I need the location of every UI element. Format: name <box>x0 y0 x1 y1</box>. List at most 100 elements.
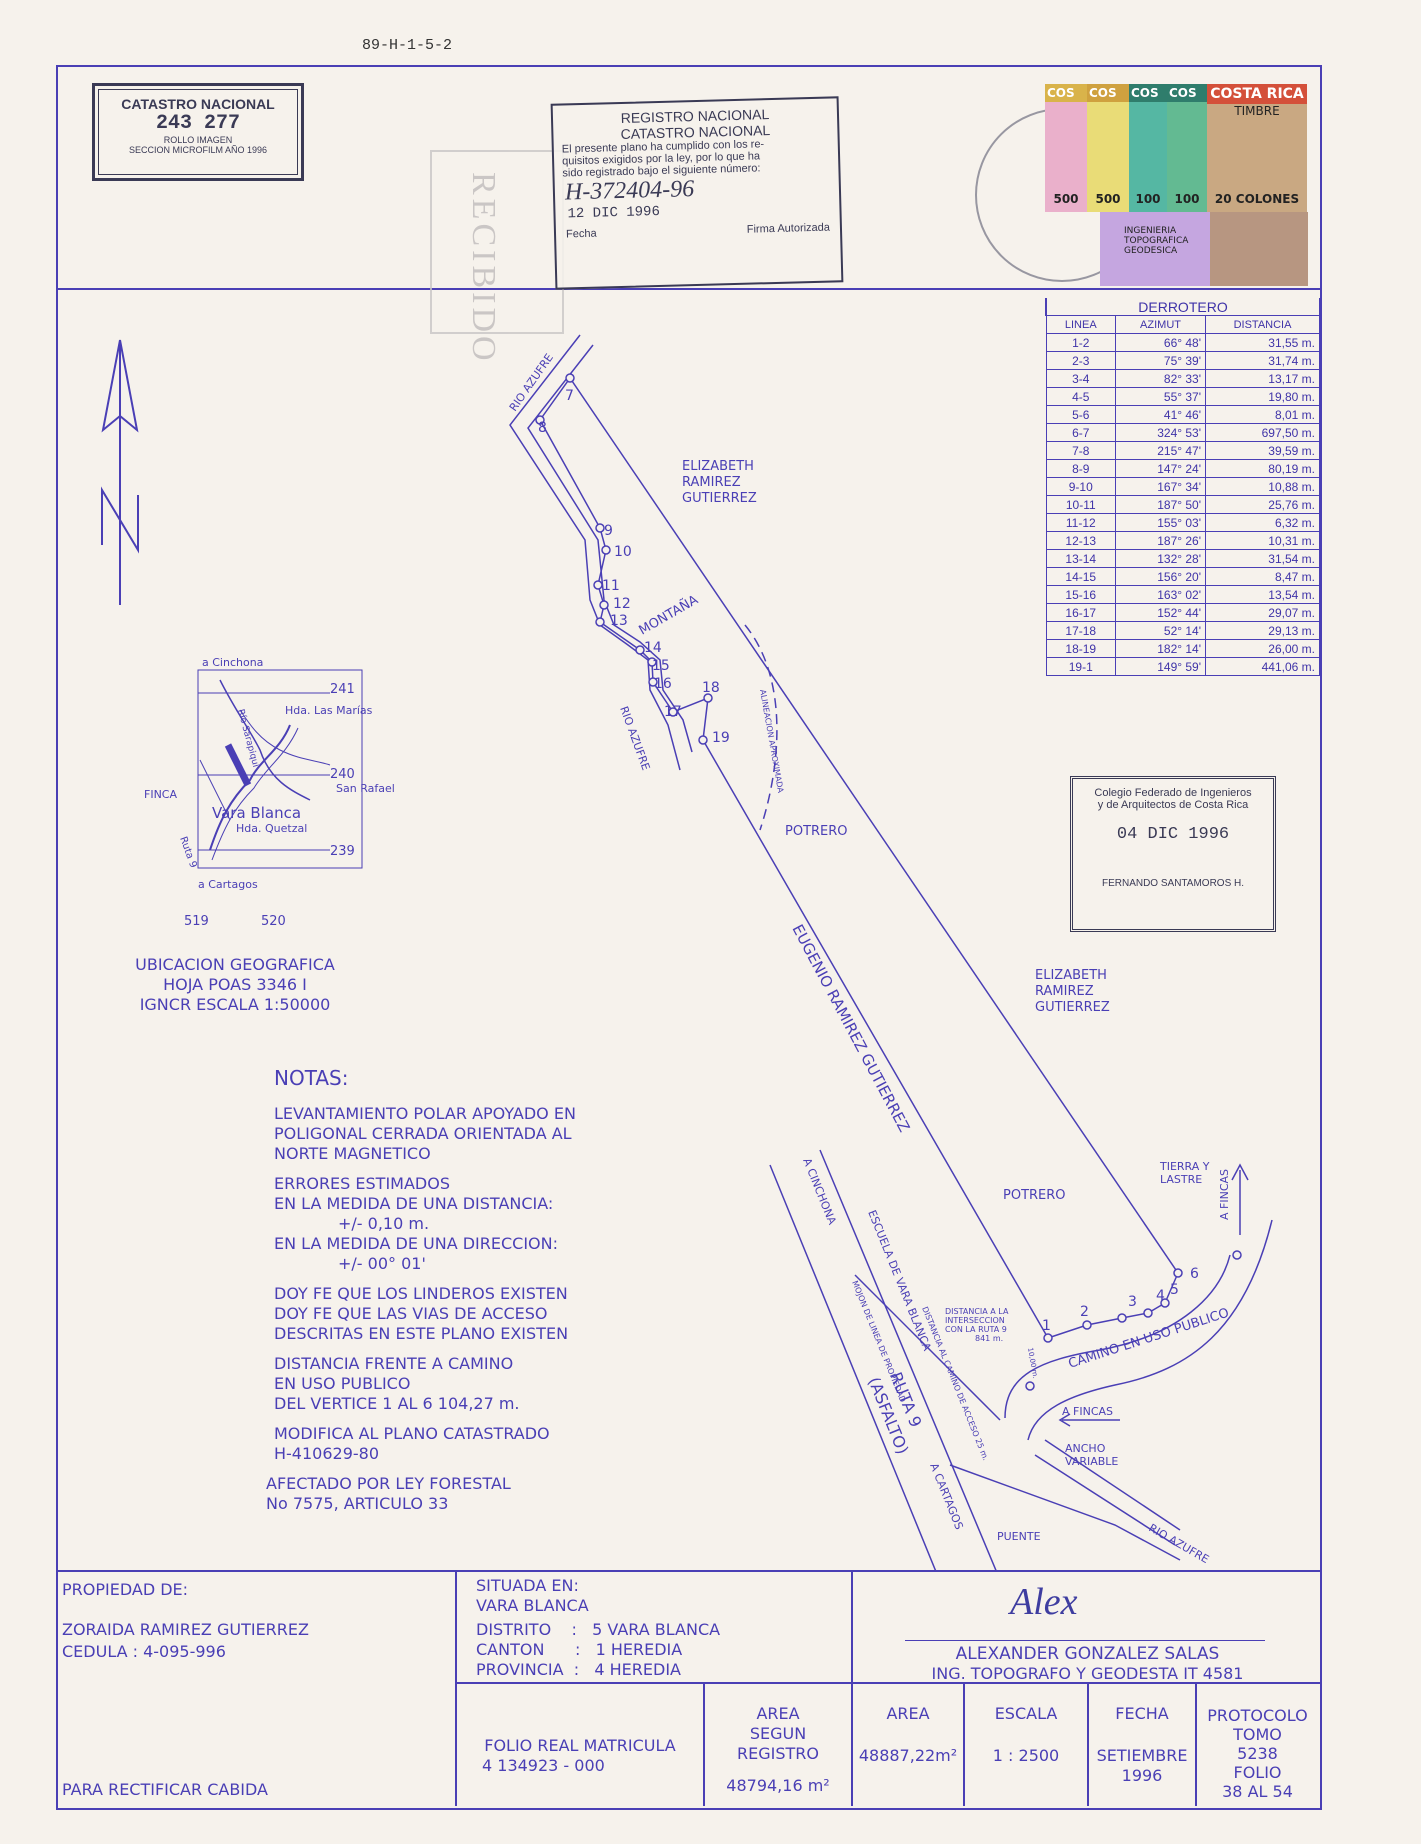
notes-block: NOTAS: LEVANTAMIENTO POLAR APOYADO EN PO… <box>266 1068 576 1514</box>
title-divider-6 <box>1087 1682 1089 1806</box>
vertex-label: 1 <box>1042 1318 1051 1334</box>
area-value: 48887,22m² <box>858 1746 958 1765</box>
engineer-signature: Alex <box>1010 1581 1078 1623</box>
dist-interseccion-2: INTERSECCION <box>945 1316 1005 1325</box>
map-a-cartagos: a Cartagos <box>198 878 258 891</box>
tax-stamp-4-brand: COS <box>1167 84 1207 102</box>
derrotero-cell: 182° 14' <box>1115 639 1207 658</box>
elizabeth-right-2: RAMIREZ <box>1035 984 1094 999</box>
location-map: a Cinchona 241 Hda. Las Marías 240 San R… <box>144 656 395 929</box>
potrero-1: POTRERO <box>785 824 848 839</box>
propiedad-label: PROPIEDAD DE: <box>62 1580 189 1599</box>
title-block-divider <box>56 1570 1320 1572</box>
vertex-label: 16 <box>654 676 672 692</box>
puente-label: PUENTE <box>997 1530 1041 1543</box>
vertex-label: 15 <box>652 658 670 674</box>
derrotero-header-cell: DISTANCIA <box>1205 315 1320 334</box>
vertex-label: 18 <box>702 680 720 696</box>
dist-interseccion-3: CON LA RUTA 9 <box>945 1325 1007 1334</box>
derrotero-cell: 441,06 m. <box>1205 657 1320 676</box>
vertex-label: 9 <box>604 523 613 539</box>
ancho-variable-2: VARIABLE <box>1065 1455 1118 1468</box>
derrotero-cell: 10,31 m. <box>1205 531 1320 550</box>
a-cartagos-label: A CARTAGOS <box>927 1461 965 1531</box>
sheet-border <box>56 65 1322 1810</box>
tax-stamp-5-brand: COSTA RICA <box>1207 84 1307 104</box>
tax-stamp-ingenieria: INGENIERIA TOPOGRAFICA GEODESICA <box>1100 212 1210 286</box>
tax-stamp-3-brand: COS <box>1129 84 1167 102</box>
note-line: NORTE MAGNETICO <box>274 1144 431 1163</box>
note-line: H-410629-80 <box>274 1444 380 1463</box>
catastro-line2: SECCION MICROFILM AÑO 1996 <box>128 145 268 155</box>
derrotero-cell: 55° 37' <box>1115 387 1207 406</box>
vertex-label: 17 <box>664 704 682 720</box>
tax-stamp-2: COS 500 <box>1087 84 1129 212</box>
area-registro-label-2: SEGUN <box>749 1724 807 1743</box>
catastro-microfilm-stamp: CATASTRO NACIONAL 243 277 ROLLO IMAGEN S… <box>92 83 304 181</box>
rectificar-label: PARA RECTIFICAR CABIDA <box>62 1780 268 1799</box>
grid-519: 519 <box>184 914 209 929</box>
derrotero-cell: 66° 48' <box>1115 333 1207 352</box>
vertex-label: 6 <box>1190 1266 1199 1282</box>
note-line: ERRORES ESTIMADOS <box>274 1174 450 1193</box>
fecha-value: SETIEMBRE 1996 <box>1089 1746 1195 1786</box>
note-line: DOY FE QUE LAS VIAS DE ACCESO <box>274 1304 548 1323</box>
derrotero-cell: 15-16 <box>1045 585 1117 604</box>
tomo-label: TOMO <box>1233 1725 1282 1744</box>
signature-line <box>905 1640 1265 1641</box>
derrotero-cell: 149° 59' <box>1115 657 1207 676</box>
ubicacion-line1: UBICACION GEOGRAFICA <box>135 955 335 974</box>
note-line: DEL VERTICE 1 AL 6 104,27 m. <box>274 1394 520 1413</box>
grid-239: 239 <box>330 844 355 859</box>
note-line: DOY FE QUE LOS LINDEROS EXISTEN <box>274 1284 568 1303</box>
derrotero-cell: 31,74 m. <box>1205 351 1320 370</box>
rio-azufre-mid: RIO AZUFRE <box>617 705 652 773</box>
catastro-number: 243 277 <box>155 112 240 135</box>
dist-interseccion-1: DISTANCIA A LA <box>945 1307 1009 1316</box>
situada-label: SITUADA EN: <box>476 1576 579 1595</box>
elizabeth-top-2: RAMIREZ <box>682 475 741 490</box>
tax-stamp-5-value: 20 COLONES <box>1214 192 1300 206</box>
derrotero-cell: 324° 53' <box>1115 423 1207 442</box>
title-divider-5 <box>963 1682 965 1806</box>
vertex-label: 7 <box>565 388 574 404</box>
note-line: +/- 00° 01' <box>338 1254 426 1273</box>
tax-stamp-1-value: 500 <box>1053 192 1079 206</box>
map-vara-blanca: Vara Blanca <box>212 804 301 822</box>
elizabeth-right-3: GUTIERREZ <box>1035 1000 1110 1015</box>
area-registro-label: AREA SEGUN REGISTRO <box>705 1704 851 1764</box>
fecha-label: FECHA <box>1115 1704 1169 1723</box>
tax-stamp-2-value: 500 <box>1095 192 1121 206</box>
tax-stamp-1: COS 500 <box>1045 84 1087 212</box>
derrotero-cell: 29,13 m. <box>1205 621 1320 640</box>
dist-10-label: 10,00 m. <box>1026 1347 1039 1379</box>
montana-label: MONTAÑA <box>636 592 701 639</box>
folio-prot-label: FOLIO <box>1233 1763 1282 1782</box>
note-line: AFECTADO POR LEY FORESTAL <box>266 1474 511 1493</box>
owner-cedula: CEDULA : 4-095-996 <box>62 1642 226 1661</box>
area-label: AREA <box>886 1704 930 1723</box>
tax-stamp-5: COSTA RICA TIMBRE 20 COLONES <box>1207 84 1307 212</box>
ancho-variable-1: ANCHO <box>1065 1442 1106 1455</box>
title-row-divider <box>455 1682 1320 1684</box>
map-san-rafael: San Rafael <box>336 782 395 795</box>
engineer-title: ING. TOPOGRAFO Y GEODESTA IT 4581 <box>931 1664 1244 1683</box>
stamp-ingenieria-text: INGENIERIA TOPOGRAFICA GEODESICA <box>1124 226 1189 256</box>
title-divider-3 <box>703 1682 705 1806</box>
document-code: 89-H-1-5-2 <box>362 37 453 54</box>
derrotero-cell: 8,47 m. <box>1205 567 1320 586</box>
tax-stamp-archivo <box>1210 212 1308 286</box>
note-line: EN LA MEDIDA DE UNA DISTANCIA: <box>274 1194 554 1213</box>
escala-value: 1 : 2500 <box>992 1746 1060 1765</box>
tax-stamp-4-value: 100 <box>1174 192 1200 206</box>
map-hda-las-marias: Hda. Las Marías <box>285 704 373 717</box>
tax-stamp-2-brand: COS <box>1087 84 1129 102</box>
